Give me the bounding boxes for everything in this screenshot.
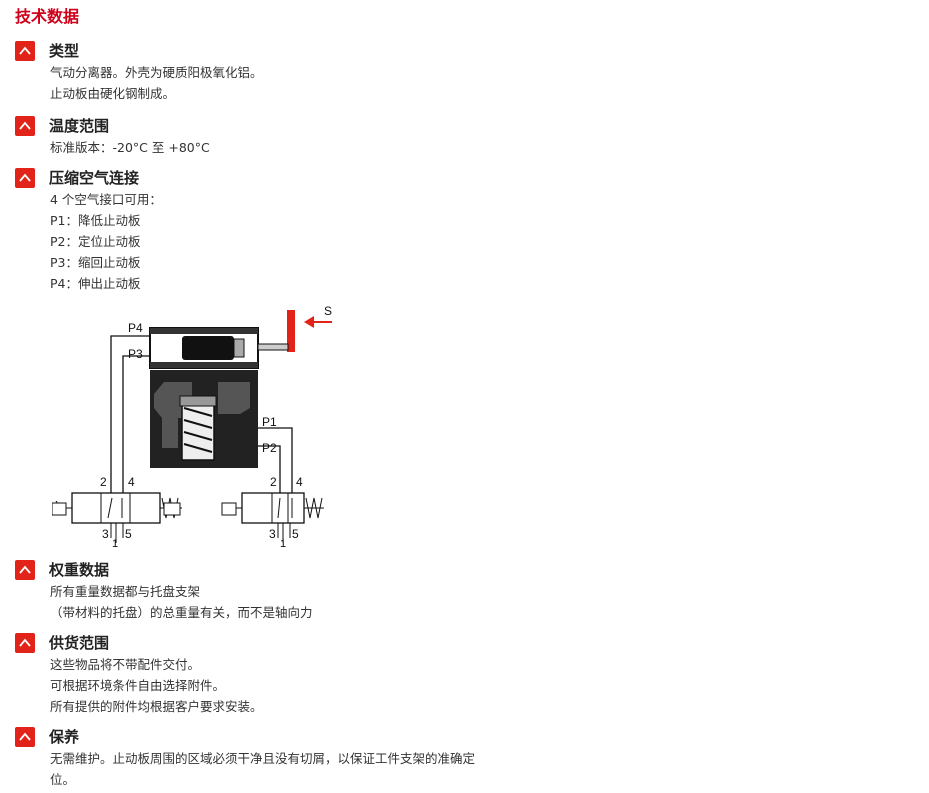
section-title: 温度范围 xyxy=(49,117,110,135)
section-header[interactable]: 权重数据 xyxy=(15,559,915,581)
valve2-port-4: 4 xyxy=(296,475,303,489)
section-temperature-range: 温度范围 标准版本：-20°C 至 +80°C xyxy=(15,115,915,158)
section-air-connection: 压缩空气连接 4 个空气接口可用： P1：降低止动板 P2：定位止动板 P3：缩… xyxy=(15,167,915,294)
valve1-port-2: 2 xyxy=(100,475,107,489)
body-line: 标准版本：-20°C 至 +80°C xyxy=(50,140,210,155)
valve1-port-3: 3 xyxy=(102,527,109,541)
section-scope-of-delivery: 供货范围 这些物品将不带配件交付。 可根据环境条件自由选择附件。 所有提供的附件… xyxy=(15,632,915,717)
pneumatic-diagram: Stop P4 P3 P1 P2 xyxy=(52,304,332,548)
valve2-port-1: 1 xyxy=(280,538,286,548)
body-line: 这些物品将不带配件交付。 xyxy=(50,657,201,672)
valve2-port-3: 3 xyxy=(269,527,276,541)
section-weight-data: 权重数据 所有重量数据都与托盘支架 （带材料的托盘）的总重量有关，而不是轴向力 xyxy=(15,559,915,623)
section-body: 无需维护。止动板周围的区域必须干净且没有切屑，以保证工件支架的准确定 位。 xyxy=(50,748,915,790)
chevron-up-icon[interactable] xyxy=(15,633,35,653)
valve-2: 2 4 3 5 1 xyxy=(221,475,324,548)
body-line: 位。 xyxy=(50,772,76,787)
body-line: 可根据环境条件自由选择附件。 xyxy=(50,678,226,693)
port-label-p4: P4 xyxy=(128,321,143,335)
body-line: P3：缩回止动板 xyxy=(50,255,141,270)
valve1-port-1: 1 xyxy=(112,538,118,548)
chevron-up-icon[interactable] xyxy=(15,116,35,136)
port-label-p1: P1 xyxy=(262,415,277,429)
section-maintenance: 保养 无需维护。止动板周围的区域必须干净且没有切屑，以保证工件支架的准确定 位。 xyxy=(15,726,915,790)
valve2-port-2: 2 xyxy=(270,475,277,489)
section-header[interactable]: 保养 xyxy=(15,726,915,748)
section-title: 保养 xyxy=(49,728,80,746)
body-line: P2：定位止动板 xyxy=(50,234,141,249)
body-line: P4：伸出止动板 xyxy=(50,276,141,291)
chevron-up-icon[interactable] xyxy=(15,41,35,61)
chevron-up-icon[interactable] xyxy=(15,560,35,580)
section-body: 所有重量数据都与托盘支架 （带材料的托盘）的总重量有关，而不是轴向力 xyxy=(50,581,915,623)
cylinder-piston xyxy=(182,336,234,360)
section-body: 这些物品将不带配件交付。 可根据环境条件自由选择附件。 所有提供的附件均根据客户… xyxy=(50,654,915,717)
stop-label: Stop xyxy=(324,304,332,318)
section-header[interactable]: 供货范围 xyxy=(15,632,915,654)
port-label-p2: P2 xyxy=(262,441,277,455)
section-type: 类型 气动分离器。外壳为硬质阳极氧化铝。 止动板由硬化钢制成。 xyxy=(15,40,915,104)
section-title: 压缩空气连接 xyxy=(49,169,140,187)
line-p2 xyxy=(258,445,281,493)
body-line: 所有重量数据都与托盘支架 xyxy=(50,584,201,599)
section-title: 供货范围 xyxy=(49,634,110,652)
stop-plate xyxy=(287,310,295,352)
section-header[interactable]: 类型 xyxy=(15,40,915,62)
section-body: 气动分离器。外壳为硬质阳极氧化铝。 止动板由硬化钢制成。 xyxy=(50,62,915,104)
valve-1: 2 4 3 5 1 xyxy=(52,475,182,548)
body-line: P1：降低止动板 xyxy=(50,213,141,228)
valve1-port-5: 5 xyxy=(125,527,132,541)
valve1-port-4: 4 xyxy=(128,475,135,489)
section-title: 类型 xyxy=(49,42,80,60)
body-line: 气动分离器。外壳为硬质阳极氧化铝。 xyxy=(50,65,263,80)
chevron-up-icon[interactable] xyxy=(15,168,35,188)
line-p4 xyxy=(110,335,150,493)
section-body: 标准版本：-20°C 至 +80°C xyxy=(50,137,915,158)
line-p1 xyxy=(258,427,293,493)
section-header[interactable]: 压缩空气连接 xyxy=(15,167,915,189)
chevron-up-icon[interactable] xyxy=(15,727,35,747)
body-line: （带材料的托盘）的总重量有关，而不是轴向力 xyxy=(50,605,313,620)
line-p3 xyxy=(122,355,150,493)
body-line: 4 个空气接口可用： xyxy=(50,192,162,207)
valve2-port-5: 5 xyxy=(292,527,299,541)
page-title: 技术数据 xyxy=(15,7,80,26)
section-title: 权重数据 xyxy=(49,561,110,579)
section-body: 4 个空气接口可用： P1：降低止动板 P2：定位止动板 P3：缩回止动板 P4… xyxy=(50,189,915,294)
body-line: 无需维护。止动板周围的区域必须干净且没有切屑，以保证工件支架的准确定 xyxy=(50,751,476,766)
body-line: 止动板由硬化钢制成。 xyxy=(50,86,176,101)
port-label-p3: P3 xyxy=(128,347,143,361)
piston-rod xyxy=(257,343,289,351)
section-header[interactable]: 温度范围 xyxy=(15,115,915,137)
body-line: 所有提供的附件均根据客户要求安装。 xyxy=(50,699,263,714)
